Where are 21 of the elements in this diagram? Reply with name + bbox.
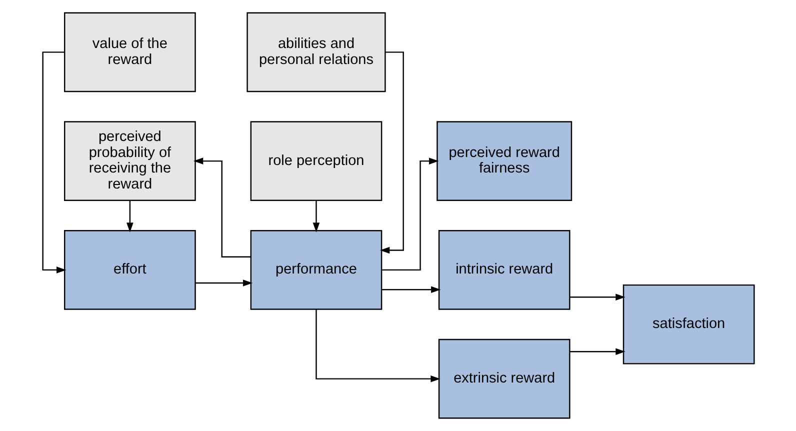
arrow — [312, 200, 320, 232]
node-box: perceived probability of receiving the reward — [64, 121, 196, 201]
arrow — [315, 310, 440, 382]
arrow — [42, 52, 66, 274]
node-box: intrinsic reward — [438, 230, 570, 310]
node-box: extrinsic reward — [438, 338, 570, 419]
arrow — [382, 158, 438, 271]
node-box: perceived reward fairness — [436, 121, 572, 201]
arrow — [192, 158, 250, 258]
arrow — [569, 348, 625, 355]
arrow — [195, 280, 252, 286]
arrow — [126, 200, 133, 232]
node-box: abilities and personal relations — [246, 12, 386, 92]
node-box: satisfaction — [622, 284, 754, 364]
node-box: role perception — [250, 121, 382, 201]
node-box: value of the reward — [64, 12, 196, 92]
node-box: effort — [64, 230, 196, 310]
arrow — [569, 294, 625, 301]
arrow — [379, 52, 404, 254]
arrow — [382, 286, 440, 293]
node-box: performance — [250, 230, 382, 310]
